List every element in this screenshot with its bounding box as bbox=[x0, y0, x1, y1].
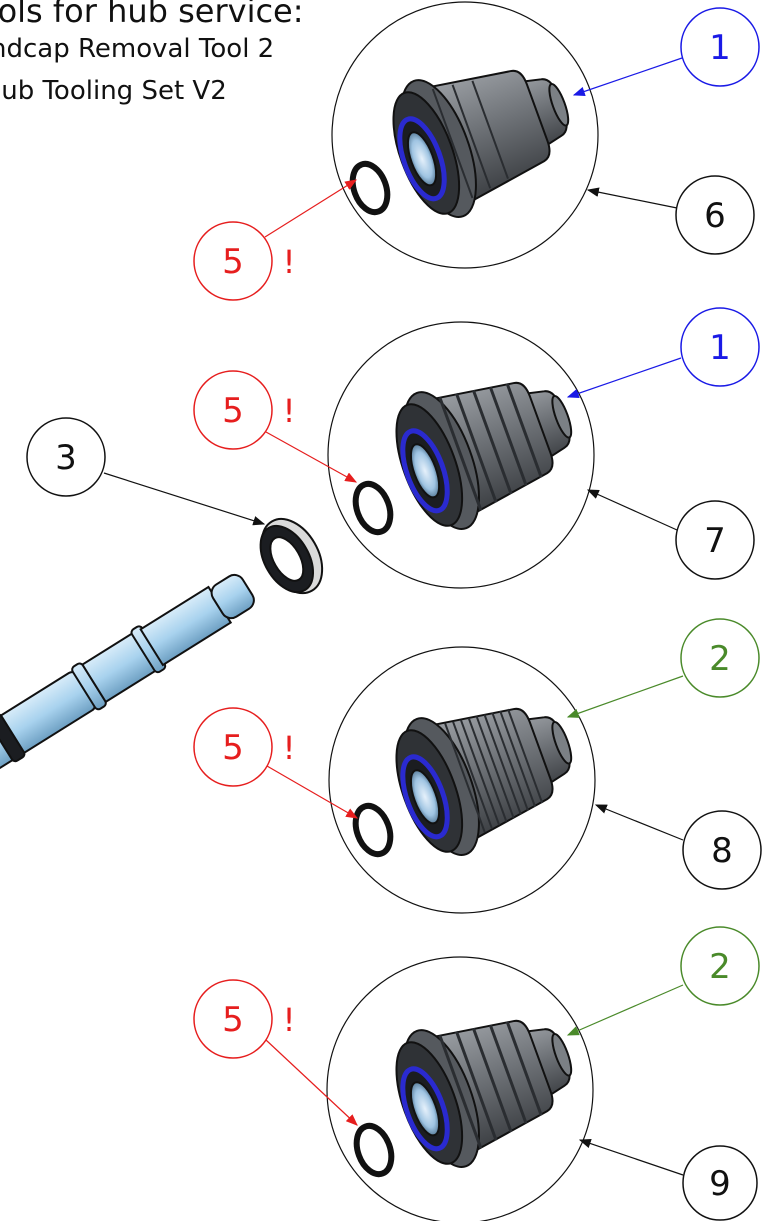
warning-mark-c: ! bbox=[283, 729, 296, 767]
detail-circle-7 bbox=[327, 321, 595, 589]
detail-circle-9 bbox=[326, 956, 594, 1221]
warning-mark-b: ! bbox=[283, 392, 296, 430]
assembly-8 bbox=[328, 646, 596, 914]
freehub-body-8 bbox=[380, 673, 592, 867]
freehub-body-6 bbox=[377, 35, 589, 229]
bearing-spacer bbox=[259, 518, 324, 594]
detail-circle-6 bbox=[331, 1, 599, 269]
callout-5-c-label: 5 bbox=[222, 728, 244, 768]
callout-1-second-label: 1 bbox=[709, 328, 731, 368]
callout-2-third-label: 2 bbox=[709, 639, 731, 679]
o-ring-8 bbox=[349, 801, 396, 859]
callout-3: 3 bbox=[26, 417, 106, 497]
assembly-7 bbox=[327, 321, 595, 589]
callout-6-label: 6 bbox=[704, 196, 726, 236]
callout-5-d-label: 5 bbox=[222, 1000, 244, 1040]
callout-5-a-label: 5 bbox=[222, 242, 244, 282]
callout-5-a: 5 ! bbox=[193, 221, 296, 301]
axle bbox=[0, 573, 255, 770]
o-ring-7 bbox=[349, 479, 396, 537]
freehub-body-9 bbox=[380, 985, 592, 1179]
callout-5-d: 5 ! bbox=[193, 979, 296, 1059]
assembly-9 bbox=[326, 956, 594, 1221]
freehub-body-7 bbox=[380, 347, 592, 541]
o-ring-9 bbox=[350, 1121, 397, 1179]
callout-8-label: 8 bbox=[711, 831, 733, 871]
callout-7: 7 bbox=[675, 500, 755, 580]
tools-header: ools for hub service: ndcap Removal Tool… bbox=[0, 0, 380, 115]
assembly-6 bbox=[331, 1, 599, 269]
warning-mark-a: ! bbox=[283, 243, 296, 281]
callout-2-fourth: 2 bbox=[680, 926, 760, 1006]
callout-2-fourth-label: 2 bbox=[709, 947, 731, 987]
callout-2-third: 2 bbox=[680, 618, 760, 698]
callout-1-second: 1 bbox=[680, 307, 760, 387]
detail-circle-8 bbox=[328, 646, 596, 914]
callout-5-c: 5 ! bbox=[193, 707, 296, 787]
leader-lines bbox=[103, 57, 684, 1176]
warning-mark-d: ! bbox=[283, 1001, 296, 1039]
callout-9-label: 9 bbox=[709, 1164, 731, 1204]
header-tool-2: lub Tooling Set V2 bbox=[0, 76, 227, 106]
callout-3-label: 3 bbox=[55, 438, 77, 478]
header-title: ools for hub service: bbox=[0, 0, 304, 30]
callout-5-b-label: 5 bbox=[222, 391, 244, 431]
callout-5-b: 5 ! bbox=[193, 370, 296, 450]
callout-9: 9 bbox=[682, 1145, 758, 1221]
callout-1-top-label: 1 bbox=[709, 28, 731, 68]
header-tool-1: ndcap Removal Tool 2 bbox=[0, 34, 275, 64]
callout-1-top: 1 bbox=[680, 7, 760, 87]
callout-6: 6 bbox=[675, 175, 755, 255]
callout-8: 8 bbox=[682, 810, 762, 890]
callout-7-label: 7 bbox=[704, 521, 726, 561]
